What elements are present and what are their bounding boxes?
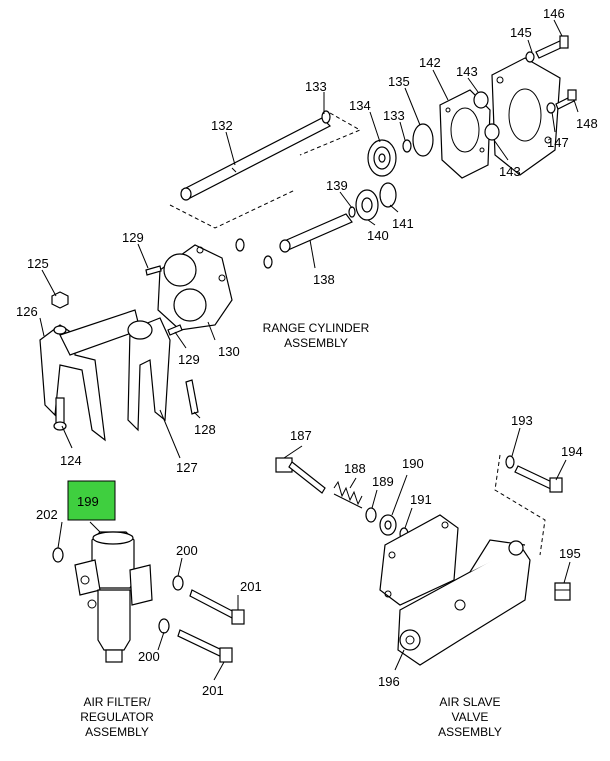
callout-132[interactable]: 132 bbox=[211, 118, 233, 133]
part-188-spring[interactable] bbox=[333, 480, 363, 509]
leader-lines bbox=[39, 19, 579, 681]
part-135-o-ring[interactable] bbox=[412, 123, 434, 157]
callout-200-a[interactable]: 200 bbox=[176, 543, 198, 558]
air-slave-valve-group bbox=[275, 454, 571, 666]
callout-126[interactable]: 126 bbox=[16, 304, 38, 319]
callout-202[interactable]: 202 bbox=[36, 507, 58, 522]
assembly-captions: RANGE CYLINDER ASSEMBLY AIR FILTER/ REGU… bbox=[80, 321, 502, 739]
callout-139[interactable]: 139 bbox=[326, 178, 348, 193]
part-187-bolt[interactable] bbox=[275, 457, 326, 494]
callout-134[interactable]: 134 bbox=[349, 98, 371, 113]
part-cover-plate[interactable] bbox=[491, 57, 561, 176]
part-141-o-ring[interactable] bbox=[379, 182, 397, 208]
caption-slave-line2: VALVE bbox=[452, 710, 489, 724]
callout-125[interactable]: 125 bbox=[27, 256, 49, 271]
part-200-washer-b[interactable] bbox=[158, 618, 170, 634]
callout-190[interactable]: 190 bbox=[402, 456, 424, 471]
callout-188[interactable]: 188 bbox=[344, 461, 366, 476]
callout-191[interactable]: 191 bbox=[410, 492, 432, 507]
callout-128[interactable]: 128 bbox=[194, 422, 216, 437]
part-145-washer[interactable] bbox=[525, 51, 535, 63]
air-filter-group bbox=[52, 480, 245, 663]
callout-146[interactable]: 146 bbox=[543, 6, 565, 21]
part-133-ring-top[interactable] bbox=[321, 110, 331, 124]
part-128-screw[interactable] bbox=[185, 379, 199, 415]
part-129-screw-a[interactable] bbox=[145, 265, 162, 276]
callout-145[interactable]: 145 bbox=[510, 25, 532, 40]
part-201-bolt-a[interactable] bbox=[189, 589, 245, 625]
caption-filter-line2: REGULATOR bbox=[80, 710, 154, 724]
callout-189[interactable]: 189 bbox=[372, 474, 394, 489]
callout-138[interactable]: 138 bbox=[313, 272, 335, 287]
callout-199-highlight[interactable] bbox=[67, 480, 116, 521]
part-142-gasket[interactable] bbox=[439, 89, 491, 179]
part-132-shaft[interactable] bbox=[180, 117, 332, 201]
part-143-bushing-bottom[interactable] bbox=[484, 123, 500, 141]
part-147-washer[interactable] bbox=[546, 102, 556, 114]
callout-200-b[interactable]: 200 bbox=[138, 649, 160, 664]
part-201-bolt-b[interactable] bbox=[177, 629, 233, 663]
part-130-housing[interactable] bbox=[157, 244, 233, 331]
part-194-bolt[interactable] bbox=[514, 465, 563, 493]
callout-133-mid[interactable]: 133 bbox=[383, 108, 405, 123]
part-134-piston[interactable] bbox=[367, 139, 397, 177]
callout-201-a[interactable]: 201 bbox=[240, 579, 262, 594]
caption-range-line2: ASSEMBLY bbox=[284, 336, 348, 350]
part-190-plunger[interactable] bbox=[379, 514, 397, 536]
part-143-bushing-top[interactable] bbox=[473, 91, 489, 109]
callout-130[interactable]: 130 bbox=[218, 344, 240, 359]
caption-slave-line3: ASSEMBLY bbox=[438, 725, 502, 739]
callout-142[interactable]: 142 bbox=[419, 55, 441, 70]
caption-filter-line3: ASSEMBLY bbox=[85, 725, 149, 739]
part-199-filter-regulator[interactable] bbox=[74, 531, 153, 663]
part-196-valve-body[interactable] bbox=[397, 539, 531, 666]
part-124-bolt[interactable] bbox=[53, 397, 67, 431]
callout-141[interactable]: 141 bbox=[392, 216, 414, 231]
callout-195[interactable]: 195 bbox=[559, 546, 581, 561]
callout-193[interactable]: 193 bbox=[511, 413, 533, 428]
part-ring-b[interactable] bbox=[263, 255, 273, 269]
callout-201-b[interactable]: 201 bbox=[202, 683, 224, 698]
range-cylinder-group bbox=[39, 35, 577, 442]
part-195-plug[interactable] bbox=[554, 582, 571, 601]
callout-labels: 133 132 134 133 135 142 143 143 145 146 … bbox=[16, 6, 598, 698]
part-146-bolt[interactable] bbox=[535, 35, 569, 59]
callout-196[interactable]: 196 bbox=[378, 674, 400, 689]
callout-127[interactable]: 127 bbox=[176, 460, 198, 475]
callout-199[interactable]: 199 bbox=[77, 494, 99, 509]
callout-148[interactable]: 148 bbox=[576, 116, 598, 131]
part-200-washer-a[interactable] bbox=[172, 575, 184, 591]
part-129-screw-b[interactable] bbox=[167, 324, 183, 336]
part-139-ring[interactable] bbox=[348, 206, 356, 218]
callout-187[interactable]: 187 bbox=[290, 428, 312, 443]
callout-135[interactable]: 135 bbox=[388, 74, 410, 89]
callout-194[interactable]: 194 bbox=[561, 444, 583, 459]
callout-147[interactable]: 147 bbox=[547, 135, 569, 150]
callout-124[interactable]: 124 bbox=[60, 453, 82, 468]
part-202-o-ring[interactable] bbox=[52, 547, 64, 563]
callout-129-bottom[interactable]: 129 bbox=[178, 352, 200, 367]
part-140-piston[interactable] bbox=[355, 189, 379, 221]
part-125-nut[interactable] bbox=[51, 291, 69, 309]
part-ring-a[interactable] bbox=[235, 238, 245, 252]
caption-filter-line1: AIR FILTER/ bbox=[83, 695, 151, 709]
caption-range-line1: RANGE CYLINDER bbox=[263, 321, 370, 335]
callout-143-top[interactable]: 143 bbox=[456, 64, 478, 79]
callout-143-bottom[interactable]: 143 bbox=[499, 164, 521, 179]
part-gasket[interactable] bbox=[379, 514, 459, 606]
callout-140[interactable]: 140 bbox=[367, 228, 389, 243]
part-138-shaft[interactable] bbox=[279, 213, 353, 253]
callout-129-top[interactable]: 129 bbox=[122, 230, 144, 245]
callout-133-top[interactable]: 133 bbox=[305, 79, 327, 94]
part-193-washer[interactable] bbox=[505, 455, 515, 469]
part-133-ring[interactable] bbox=[402, 139, 412, 153]
part-189-ring[interactable] bbox=[365, 507, 377, 523]
part-127-shift-fork[interactable] bbox=[127, 317, 171, 432]
caption-slave-line1: AIR SLAVE bbox=[439, 695, 500, 709]
